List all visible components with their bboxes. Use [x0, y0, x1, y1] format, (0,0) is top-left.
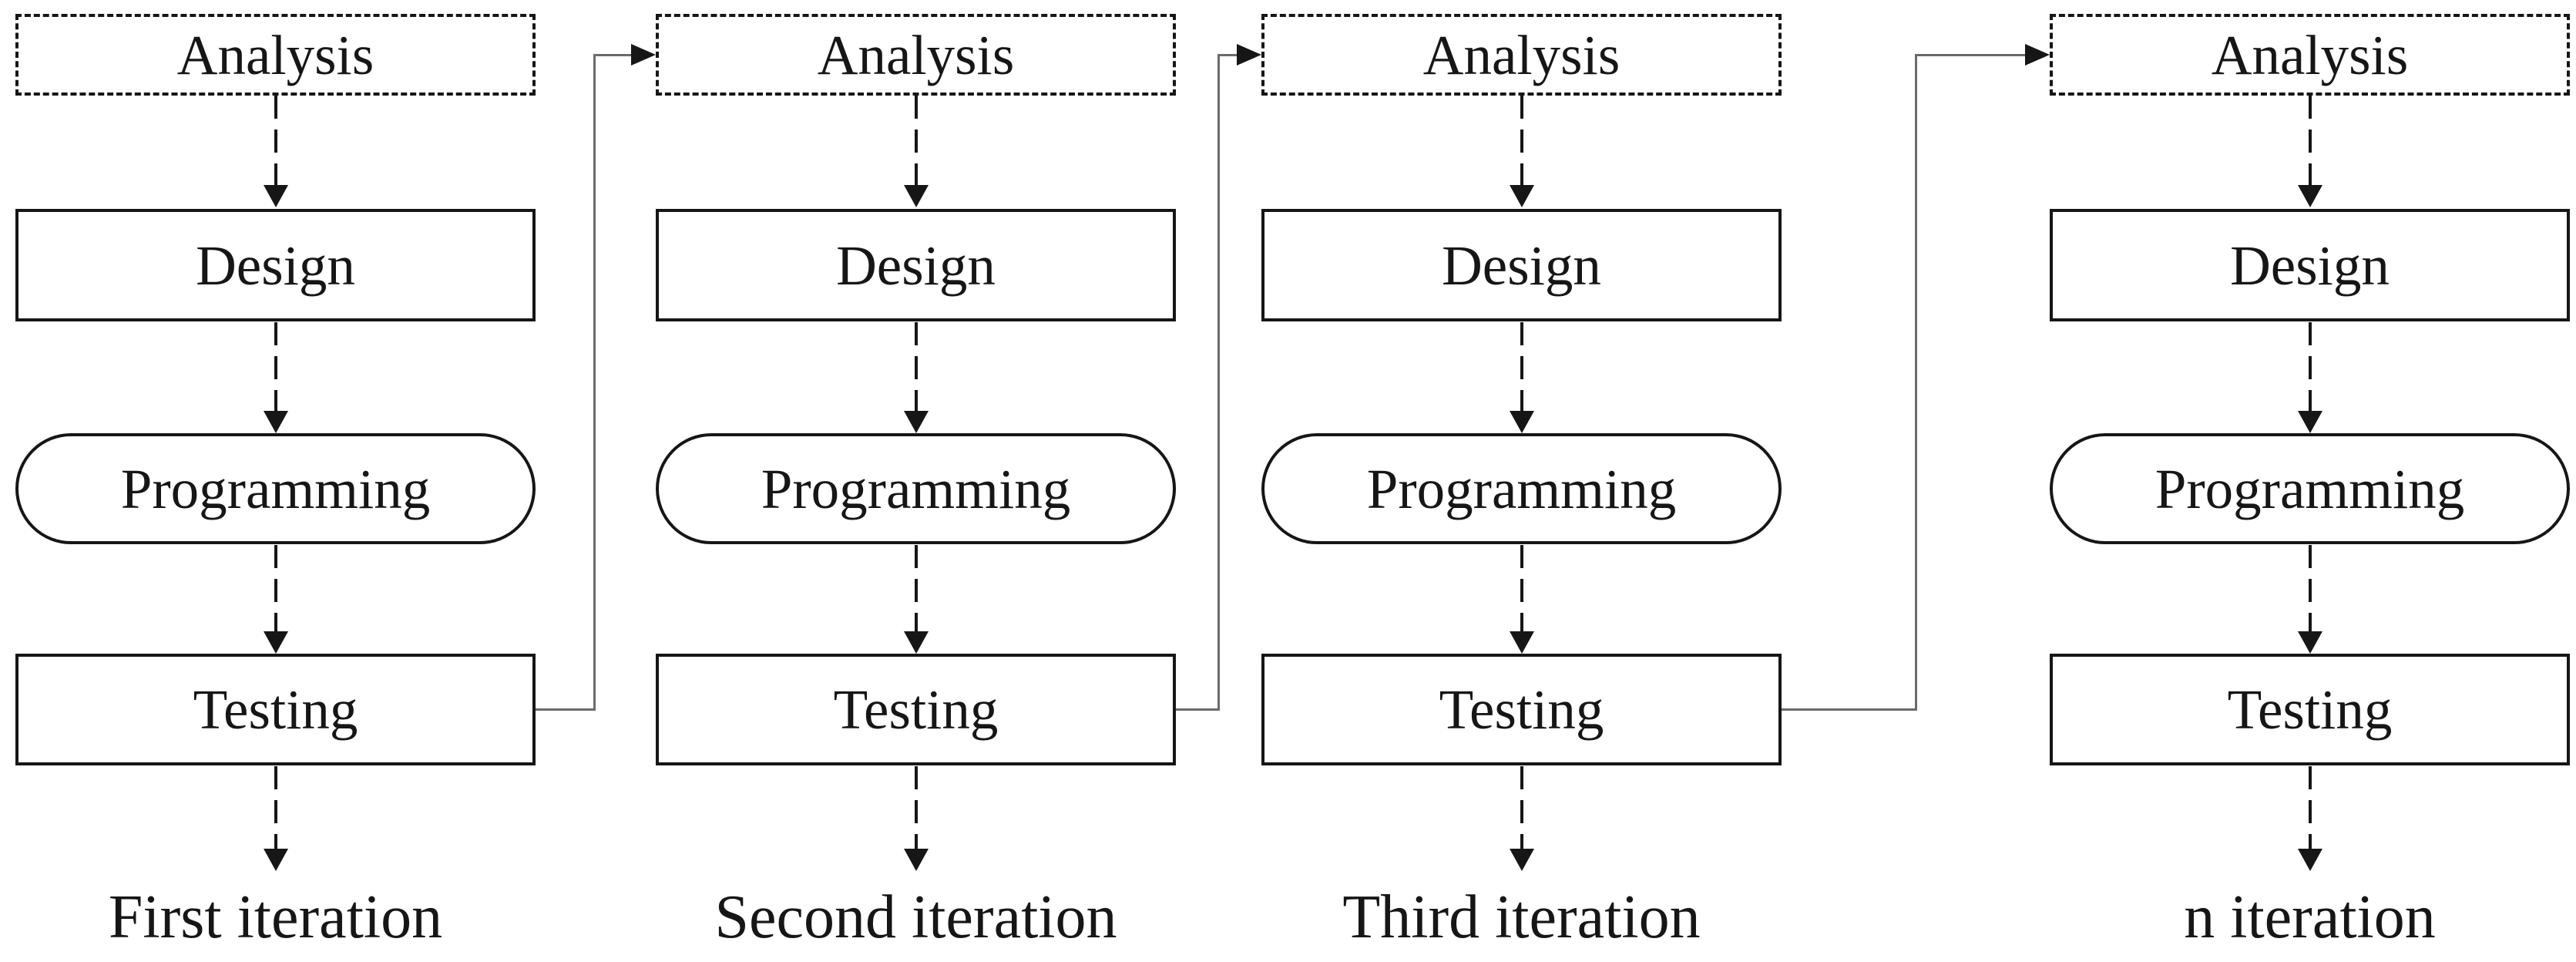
- arrowhead-right-icon: [631, 44, 656, 66]
- dashed-flow-line: [274, 766, 277, 849]
- iteration-column-1: Analysis Design Programming Testing Firs…: [15, 0, 536, 962]
- loop-connector-bottom-segment: [536, 708, 595, 711]
- arrowhead-down-icon: [263, 411, 288, 433]
- dashed-flow-line: [1520, 322, 1523, 411]
- iteration-label: n iteration: [2184, 883, 2436, 951]
- arrowhead-down-icon: [263, 631, 288, 654]
- arrowhead-down-icon: [2297, 411, 2322, 433]
- iteration-column-n: Analysis Design Programming Testing n it…: [2050, 0, 2570, 962]
- programming-node: Programming: [1261, 433, 1782, 544]
- dashed-flow-line: [1520, 545, 1523, 631]
- arrowhead-down-icon: [1509, 631, 1534, 654]
- arrowhead-down-icon: [263, 849, 288, 871]
- dashed-flow-line: [914, 322, 918, 411]
- programming-node: Programming: [656, 433, 1176, 544]
- loop-connector-bottom-segment: [1782, 708, 1916, 711]
- arrowhead-down-icon: [1509, 411, 1534, 433]
- testing-node: Testing: [2050, 654, 2570, 765]
- arrowhead-down-icon: [903, 411, 929, 433]
- iteration-label: First iteration: [108, 883, 443, 951]
- dashed-flow-line: [2308, 322, 2312, 411]
- iteration-label: Third iteration: [1342, 883, 1701, 951]
- dashed-flow-line: [2308, 766, 2312, 849]
- testing-node: Testing: [656, 654, 1176, 765]
- loop-connector-top-segment: [1217, 54, 1237, 56]
- design-node: Design: [1261, 209, 1782, 321]
- iteration-label: Second iteration: [714, 883, 1117, 951]
- arrowhead-down-icon: [263, 185, 288, 207]
- dashed-flow-line: [1520, 766, 1523, 849]
- dashed-flow-line: [274, 545, 277, 631]
- iteration-column-2: Analysis Design Programming Testing Seco…: [656, 0, 1176, 962]
- dashed-flow-line: [2308, 545, 2312, 631]
- loop-connector-top-segment: [593, 54, 631, 56]
- analysis-node: Analysis: [15, 14, 536, 96]
- dashed-flow-line: [274, 322, 277, 411]
- programming-node: Programming: [2050, 433, 2570, 544]
- loop-connector-vertical-segment: [1915, 54, 1917, 711]
- arrowhead-down-icon: [1509, 185, 1534, 207]
- dashed-flow-line: [914, 545, 918, 631]
- arrowhead-down-icon: [903, 631, 929, 654]
- dashed-flow-line: [2308, 96, 2312, 185]
- arrowhead-right-icon: [1237, 44, 1261, 66]
- arrowhead-down-icon: [903, 185, 929, 207]
- arrowhead-down-icon: [903, 849, 929, 871]
- analysis-node: Analysis: [1261, 14, 1782, 96]
- testing-node: Testing: [15, 654, 536, 765]
- design-node: Design: [656, 209, 1176, 321]
- arrowhead-down-icon: [2297, 631, 2322, 654]
- design-node: Design: [2050, 209, 2570, 321]
- testing-node: Testing: [1261, 654, 1782, 765]
- arrowhead-down-icon: [2297, 185, 2322, 207]
- dashed-flow-line: [1520, 96, 1523, 185]
- analysis-node: Analysis: [656, 14, 1176, 96]
- design-node: Design: [15, 209, 536, 321]
- dashed-flow-line: [914, 96, 918, 185]
- programming-node: Programming: [15, 433, 536, 544]
- loop-connector-vertical-segment: [1217, 54, 1220, 711]
- dashed-flow-line: [274, 96, 277, 185]
- loop-connector-top-segment: [1915, 54, 2025, 56]
- loop-connector-bottom-segment: [1176, 708, 1219, 711]
- arrowhead-down-icon: [2297, 849, 2322, 871]
- arrowhead-right-icon: [2025, 44, 2050, 66]
- dashed-flow-line: [914, 766, 918, 849]
- arrowhead-down-icon: [1509, 849, 1534, 871]
- analysis-node: Analysis: [2050, 14, 2570, 96]
- iteration-column-3: Analysis Design Programming Testing Thir…: [1261, 0, 1782, 962]
- loop-connector-vertical-segment: [593, 54, 596, 711]
